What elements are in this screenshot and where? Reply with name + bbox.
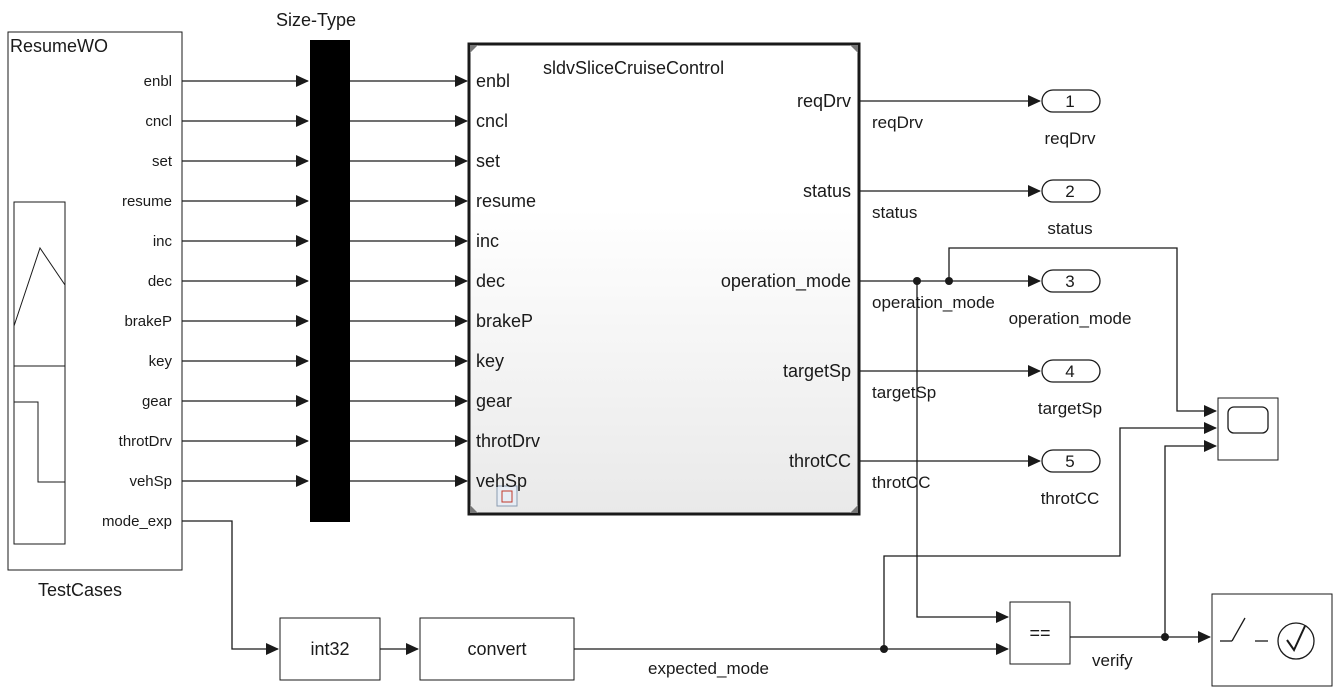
signal-builder-port-vehsp: vehSp xyxy=(129,473,172,490)
outport-number: 4 xyxy=(1065,362,1074,381)
relational-operator-label: == xyxy=(1029,623,1050,643)
subsystem-input-brakep: brakeP xyxy=(476,311,533,331)
subsystem-output-status: status xyxy=(803,181,851,201)
outport-3[interactable]: 3 xyxy=(1041,269,1101,293)
subsystem-title: sldvSliceCruiseControl xyxy=(543,58,724,78)
int32-block[interactable]: int32 xyxy=(279,617,381,681)
cruise-control-subsystem[interactable] xyxy=(467,42,861,516)
signal-builder-port-enbl: enbl xyxy=(144,73,172,90)
subsystem-input-vehsp: vehSp xyxy=(476,471,527,491)
signal-builder-port-resume: resume xyxy=(122,193,172,210)
signal-label-targetsp: targetSp xyxy=(872,383,936,402)
subsystem-input-gear: gear xyxy=(476,391,512,411)
signal-builder-port-throtdrv: throtDrv xyxy=(119,433,173,450)
outport-name-operation-mode: operation_mode xyxy=(1009,309,1132,328)
convert-label: convert xyxy=(467,639,526,659)
subsystem-input-inc: inc xyxy=(476,231,499,251)
signal-builder-port-mode-exp: mode_exp xyxy=(102,513,172,530)
signal-builder-waveform-icon xyxy=(13,201,66,545)
convert-block[interactable]: convert xyxy=(419,617,575,681)
outport-4[interactable]: 4 xyxy=(1041,359,1101,383)
relational-operator-block[interactable]: == xyxy=(1009,601,1071,665)
signal-builder-caption: TestCases xyxy=(38,580,122,600)
subsystem-output-operation-mode: operation_mode xyxy=(721,271,851,292)
signal-builder-port-brakep: brakeP xyxy=(124,313,172,330)
subsystem-output-throtcc: throtCC xyxy=(789,451,851,471)
verification-wires xyxy=(182,247,1217,655)
subsystem-input-cncl: cncl xyxy=(476,111,508,131)
signal-builder-block[interactable]: ResumeWO xyxy=(7,31,183,571)
signal-label-reqdrv: reqDrv xyxy=(872,113,924,132)
outport-name-reqdrv: reqDrv xyxy=(1044,129,1096,148)
outport-number: 1 xyxy=(1065,92,1074,111)
subsystem-input-throtdrv: throtDrv xyxy=(476,431,540,451)
outport-5[interactable]: 5 xyxy=(1041,449,1101,473)
verification-block[interactable] xyxy=(1211,593,1333,687)
scope-screen-icon xyxy=(1227,406,1269,434)
int32-label: int32 xyxy=(310,639,349,659)
subsystem-input-set: set xyxy=(476,151,500,171)
checkmark-icon xyxy=(1286,625,1306,653)
subsystem-output-targetsp: targetSp xyxy=(783,361,851,381)
verification-switch-icon xyxy=(1220,617,1315,660)
outport-name-status: status xyxy=(1047,219,1092,238)
verify-signal-label: verify xyxy=(1092,651,1133,670)
signal-builder-port-set: set xyxy=(152,153,173,170)
subsystem-input-resume: resume xyxy=(476,191,536,211)
outport-number: 3 xyxy=(1065,272,1074,291)
signal-builder-ports: enbl cncl set resume inc dec brakeP key gear thro… xyxy=(102,73,173,530)
expected-mode-signal-label: expected_mode xyxy=(648,659,769,678)
signal-builder-port-key: key xyxy=(149,353,173,370)
signal-label-status: status xyxy=(872,203,917,222)
subsystem-input-enbl: enbl xyxy=(476,71,510,91)
subsystem-input-key: key xyxy=(476,351,504,371)
outport-number: 5 xyxy=(1065,452,1074,471)
signal-builder-port-gear: gear xyxy=(142,393,172,410)
outport-2[interactable]: 2 xyxy=(1041,179,1101,203)
signal-builder-port-cncl: cncl xyxy=(145,113,172,130)
input-wires xyxy=(182,75,468,487)
outport-name-throtcc: throtCC xyxy=(1041,489,1100,508)
subsystem-input-dec: dec xyxy=(476,271,505,291)
outport-name-targetsp: targetSp xyxy=(1038,399,1102,418)
signal-label-throtcc: throtCC xyxy=(872,473,931,492)
subsystem-output-reqdrv: reqDrv xyxy=(797,91,851,111)
scope-block[interactable] xyxy=(1217,397,1279,461)
signal-builder-port-inc: inc xyxy=(153,233,173,250)
outport-1[interactable]: 1 xyxy=(1041,89,1101,113)
signal-builder-title: ResumeWO xyxy=(10,36,108,56)
size-type-label: Size-Type xyxy=(276,10,356,30)
output-wires: reqDrv 1 reqDrv status 2 status operation_mode… xyxy=(859,89,1132,508)
signal-label-operation-mode: operation_mode xyxy=(872,293,995,312)
subsystem-ports: enbl cncl set resume inc dec brakeP key gear thro… xyxy=(476,71,851,491)
size-type-bar-block[interactable] xyxy=(310,40,350,522)
model-reference-icon xyxy=(496,485,518,507)
outport-number: 2 xyxy=(1065,182,1074,201)
signal-builder-port-dec: dec xyxy=(148,273,173,290)
